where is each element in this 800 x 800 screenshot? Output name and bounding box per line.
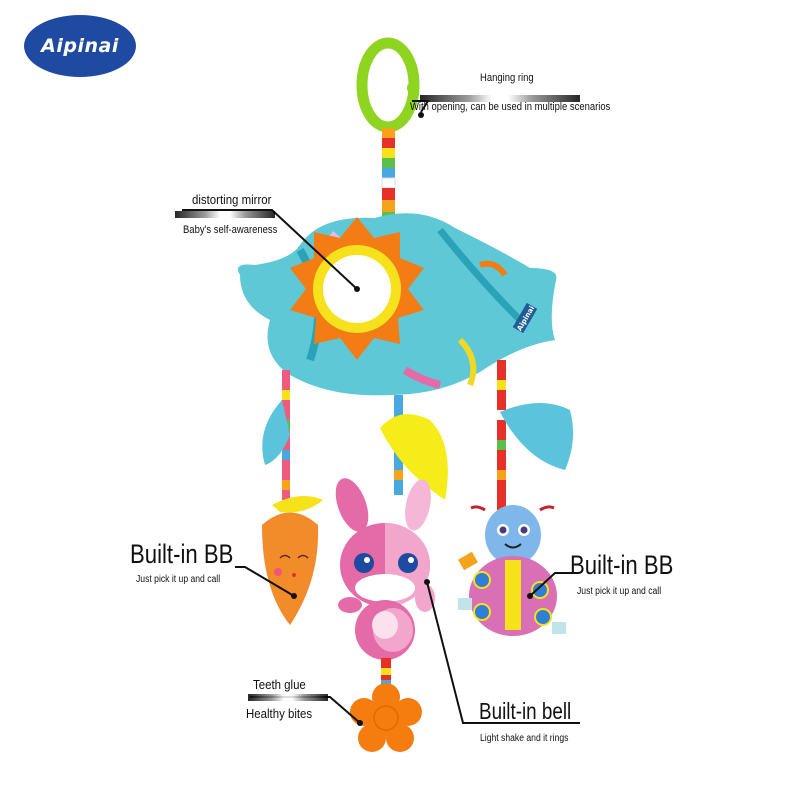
bb-left-desc: Just pick it up and call — [136, 574, 221, 585]
leaf-blue-right — [500, 402, 574, 470]
callout-dots — [291, 112, 533, 726]
hanging-ring-icon — [356, 37, 420, 133]
teether-toy — [350, 683, 422, 752]
teether-divider — [248, 694, 328, 701]
hanging-ring-desc: With opening, can be used in multiple sc… — [410, 101, 611, 113]
bell-desc: Light shake and it rings — [480, 733, 569, 744]
bell-title: Built-in bell — [479, 698, 572, 724]
bb-right-desc: Just pick it up and call — [577, 586, 662, 597]
brand-logo: Aipinai — [24, 15, 136, 77]
leaf-blue-left — [262, 400, 290, 465]
bunny-toy — [335, 478, 435, 688]
mirror-divider — [175, 211, 275, 218]
hanging-ring-divider — [420, 95, 580, 102]
bb-right-title: Built-in BB — [570, 550, 674, 580]
brand-logo-text: Aipinai — [41, 35, 119, 57]
teether-title: Teeth glue — [253, 677, 306, 692]
mirror-desc: Baby's self-awareness — [183, 224, 278, 236]
bb-left-title: Built-in BB — [130, 539, 234, 569]
hanging-ring-title: Hanging ring — [480, 72, 534, 84]
leaf-yellow — [380, 414, 448, 500]
mirror-title: distorting mirror — [192, 192, 272, 207]
carrot-toy — [262, 496, 323, 625]
teether-desc: Healthy bites — [246, 706, 313, 721]
ribbon-top — [381, 128, 396, 224]
ladybug-toy — [458, 505, 566, 636]
